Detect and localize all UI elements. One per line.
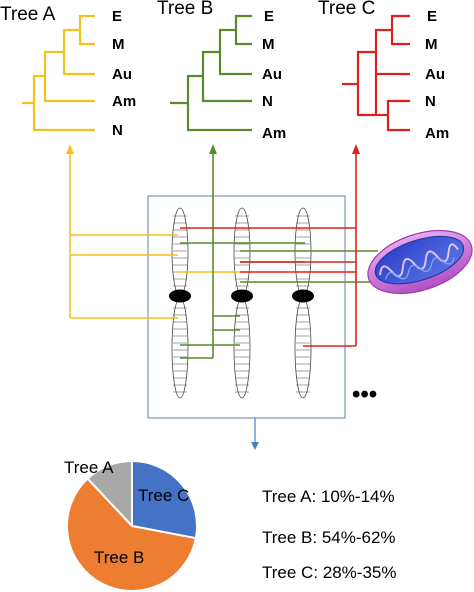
tree-c-leaf-4: N (425, 93, 436, 110)
centromere (231, 289, 253, 303)
tree-c-title: Tree C (318, 0, 375, 19)
tree-a-leaf-1: E (112, 8, 122, 25)
tree-b-leaf-2: M (262, 36, 275, 53)
ellipsis-dots: ••• (352, 381, 377, 408)
pie-slice-tree-c (131, 459, 198, 540)
down-arrow (251, 418, 259, 450)
tree-c-leaf-1: E (427, 8, 437, 25)
tree-a-leaf-4: Am (112, 93, 136, 110)
tree-a-leaf-3: Au (112, 66, 132, 83)
pie-label-tree-c: Tree C (138, 486, 189, 505)
tree-a-connections (66, 144, 240, 319)
tree-c-branches (342, 14, 410, 132)
pie-label-tree-b: Tree B (94, 548, 144, 567)
tree-b-leaf-1: E (264, 8, 274, 25)
tree-b-title: Tree B (157, 0, 213, 19)
tree-b-branches (170, 14, 252, 132)
percentage-tree-c: Tree C: 28%-35% (262, 563, 396, 582)
percentage-tree-a: Tree A: 10%-14% (262, 487, 395, 506)
chromosome-3 (292, 207, 314, 399)
pie-label-tree-a: Tree A (64, 458, 114, 477)
tree-a-branches (22, 14, 95, 132)
tree-b-leaf-5: Am (262, 125, 286, 142)
percentage-tree-b: Tree B: 54%-62% (262, 528, 396, 547)
tree-b: Tree B E M Au N Am (157, 0, 286, 142)
mitochondrion-icon (367, 229, 473, 295)
tree-c-connections (180, 144, 360, 347)
centromere (292, 289, 314, 303)
tree-b-leaf-4: N (262, 93, 273, 110)
tree-c-leaf-2: M (425, 36, 438, 53)
chromosome-1 (169, 207, 191, 399)
centromere (169, 289, 191, 303)
pie-slices (66, 459, 198, 592)
chromosomes (169, 207, 314, 399)
pie-chart: Tree A Tree C Tree B (64, 458, 198, 592)
tree-c-leaf-3: Au (425, 66, 445, 83)
percentage-list: Tree A: 10%-14% Tree B: 54%-62% Tree C: … (262, 487, 396, 582)
tree-a-leaf-5: N (112, 122, 123, 139)
tree-b-leaf-3: Au (262, 66, 282, 83)
chromosome-2 (231, 207, 253, 399)
tree-b-connections (180, 144, 378, 359)
tree-a: Tree A E M Au Am N (0, 4, 136, 139)
tree-a-title: Tree A (0, 4, 56, 25)
genome-box (147, 195, 346, 419)
tree-c: Tree C E M Au N Am (318, 0, 449, 142)
tree-c-leaf-5: Am (425, 125, 449, 142)
tree-a-leaf-2: M (112, 36, 125, 53)
pie-slice-tree-b (66, 477, 198, 592)
